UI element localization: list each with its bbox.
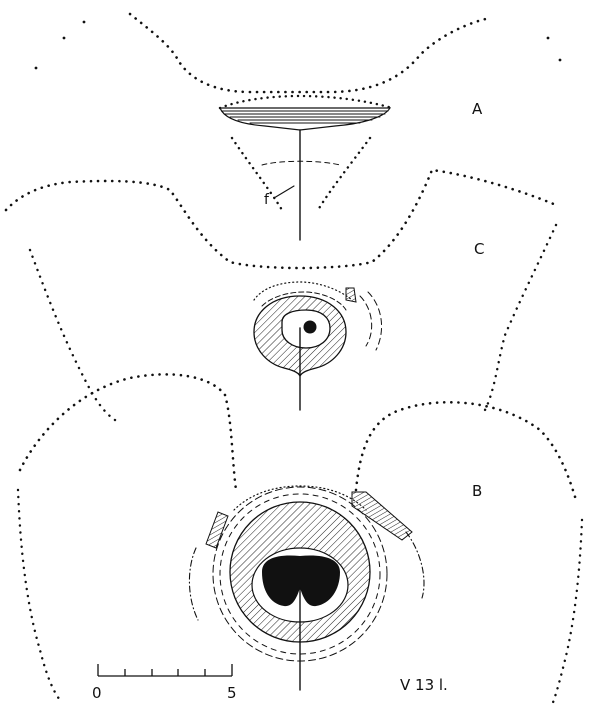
scale-bar (98, 664, 232, 676)
section-a (35, 14, 562, 240)
section-c-nub (346, 288, 356, 302)
section-b-plate-right (352, 492, 412, 540)
section-a-inner-outline (220, 96, 392, 108)
label-section-a: A (472, 100, 482, 118)
section-a-ventral-outline (232, 138, 370, 210)
section-b-left-outline (20, 374, 236, 490)
label-section-c: C (474, 240, 484, 258)
marker-f-pointer (274, 186, 294, 198)
label-specimen: V 13 l. (400, 676, 448, 694)
section-c-core (304, 321, 317, 334)
section-b-far-right (552, 520, 582, 705)
label-section-b: B (472, 482, 482, 500)
section-b (18, 374, 582, 705)
section-b-far-left (18, 490, 60, 700)
section-c-side-right (485, 225, 556, 410)
section-c-right-arcs (360, 292, 382, 350)
section-a-outer-outline (130, 14, 490, 92)
section-b-outer-arc-left (189, 548, 198, 620)
scale-bar-end-label: 5 (227, 684, 237, 702)
scale-bar-start-label: 0 (92, 684, 102, 702)
section-b-right-outline (356, 402, 576, 500)
section-a-dashed-arc (262, 161, 340, 165)
section-c-side-left (30, 250, 115, 420)
section-b-outer-arc-right (406, 532, 424, 598)
label-marker-f: f (264, 192, 269, 208)
